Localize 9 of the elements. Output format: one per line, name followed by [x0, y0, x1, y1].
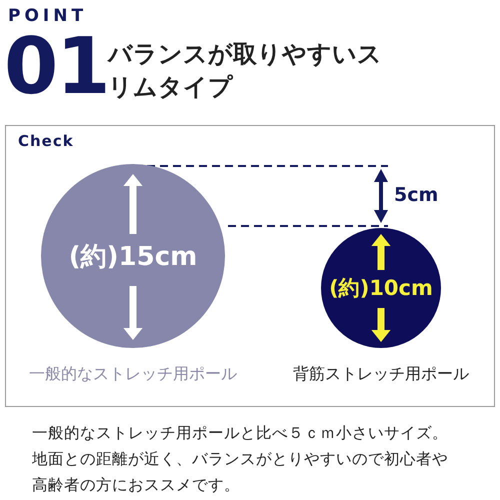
description-text: 一般的なストレッチ用ポールと比べ５ｃｍ小さいサイズ。地面との距離が近く、バランスがとりやすいので初心者や高齢者の方におススメです。 — [32, 423, 449, 496]
heading: バランスが取りやすいスリムタイプ — [108, 39, 383, 103]
pole-caption: 一般的なストレッチ用ポール — [28, 364, 238, 385]
size-label: (約)15cm — [68, 241, 198, 274]
dimension-label: 5cm — [394, 184, 438, 206]
comparison-panel — [5, 125, 495, 407]
pole-caption: 背筋ストレッチ用ポール — [292, 364, 470, 385]
panel-heading: Check — [18, 132, 74, 150]
size-label: (約)10cm — [328, 275, 434, 302]
